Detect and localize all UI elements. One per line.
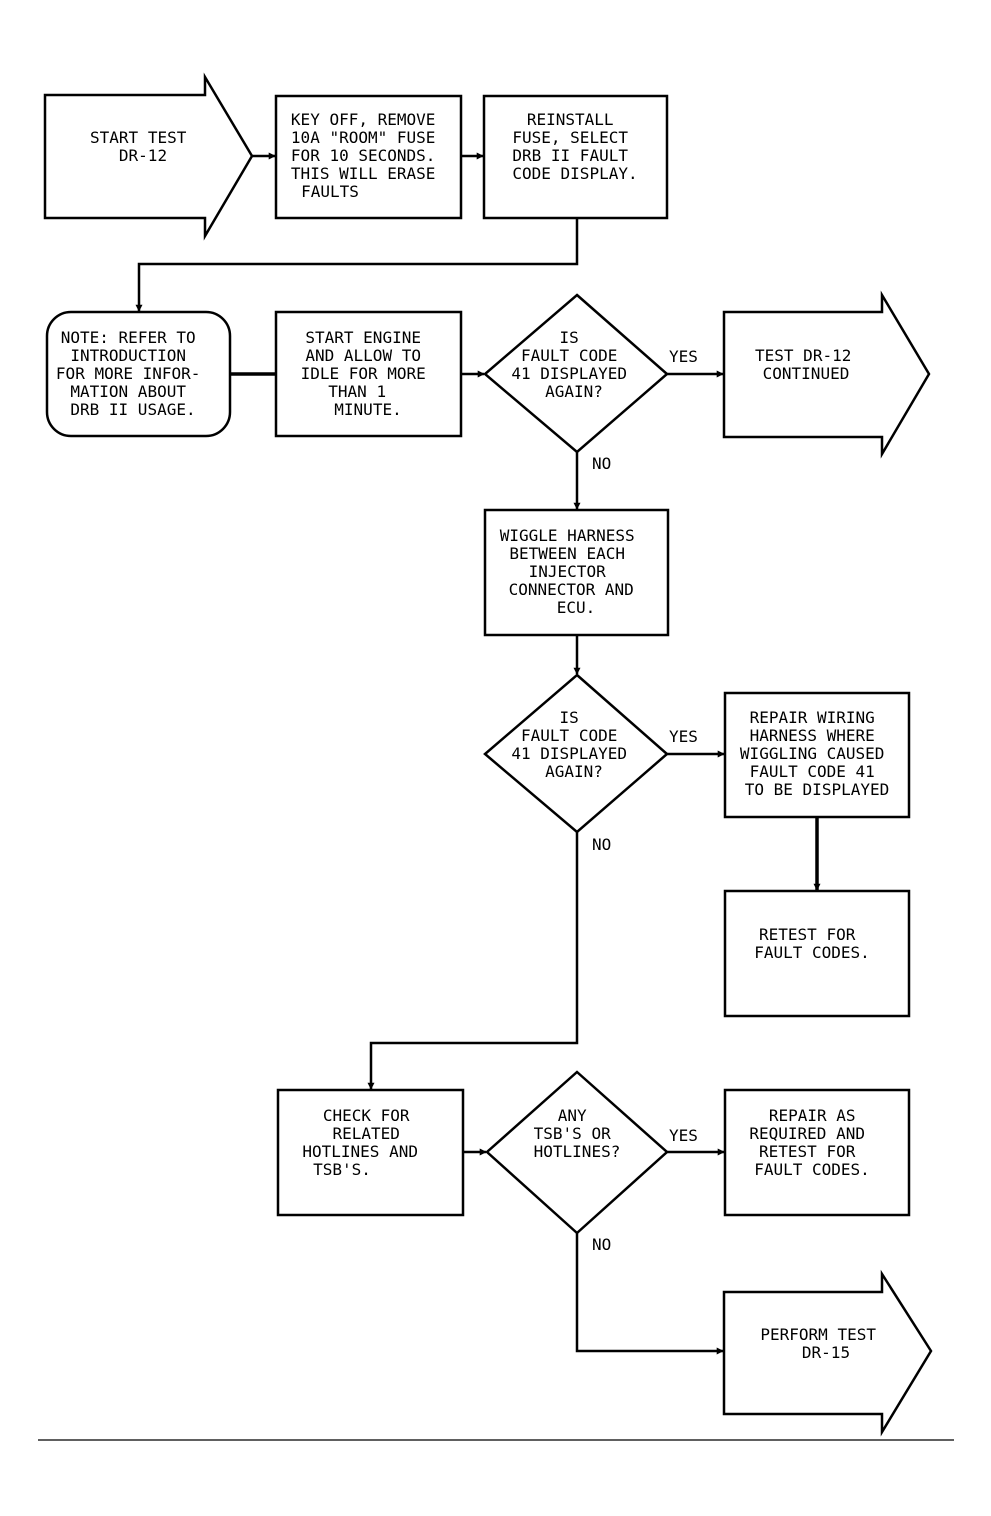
start-engine-box (274, 310, 463, 438)
start-test-arrow-shape (43, 72, 254, 241)
perform-test-label: PERFORM TEST DR-15 (760, 1325, 885, 1362)
yes-label-1: YES (669, 347, 698, 366)
no-label-1: NO (592, 454, 611, 473)
reinstall-fuse-box (482, 94, 669, 220)
no-label-2: NO (592, 835, 611, 854)
check-hotlines-label: CHECK FOR RELATED HOTLINES AND TSB'S. (302, 1106, 427, 1179)
check-hotlines-box (276, 1088, 465, 1217)
continued-label: TEST DR-12 CONTINUED (755, 346, 861, 383)
yes-label-3: YES (669, 1126, 698, 1145)
start-engine-label: START ENGINE AND ALLOW TO IDLE FOR MORE … (301, 328, 436, 419)
decision2-label: IS FAULT CODE 41 DISPLAYED AGAIN? (511, 708, 636, 781)
repair-as-required-label: REPAIR AS REQUIRED AND RETEST FOR FAULT … (749, 1106, 874, 1179)
repair-wiring-label: REPAIR WIRING HARNESS WHERE WIGGLING CAU… (740, 708, 894, 799)
decision3-label: ANY TSB'S OR HOTLINES? (534, 1106, 621, 1161)
repair-as-required-box (723, 1088, 911, 1217)
perform-test-arrow-shape (722, 1269, 933, 1437)
wiggle-label: WIGGLE HARNESS BETWEEN EACH INJECTOR CON… (500, 526, 645, 617)
retest-box (723, 889, 911, 1018)
yes-label-2: YES (669, 727, 698, 746)
note-label: NOTE: REFER TO INTRODUCTION FOR MORE INF… (56, 328, 210, 419)
start-test-label: START TEST DR-12 (90, 128, 196, 165)
repair-wiring-box (723, 691, 911, 819)
retest-label: RETEST FOR FAULT CODES. (754, 925, 870, 962)
no-label-3: NO (592, 1235, 611, 1254)
connector-decision3-no (575, 1233, 724, 1355)
connector-decision2-no (367, 832, 579, 1090)
wiggle-harness-box (483, 508, 670, 637)
reinstall-label: REINSTALL FUSE, SELECT DRB II FAULT CODE… (512, 110, 637, 183)
connector-reinstall-note (135, 218, 579, 312)
decision1-label: IS FAULT CODE 41 DISPLAYED AGAIN? (511, 328, 636, 401)
test-continued-arrow-shape (722, 290, 931, 459)
key-off-box (274, 94, 463, 220)
key-off-label: KEY OFF, REMOVE 10A "ROOM" FUSE FOR 10 S… (291, 110, 445, 201)
